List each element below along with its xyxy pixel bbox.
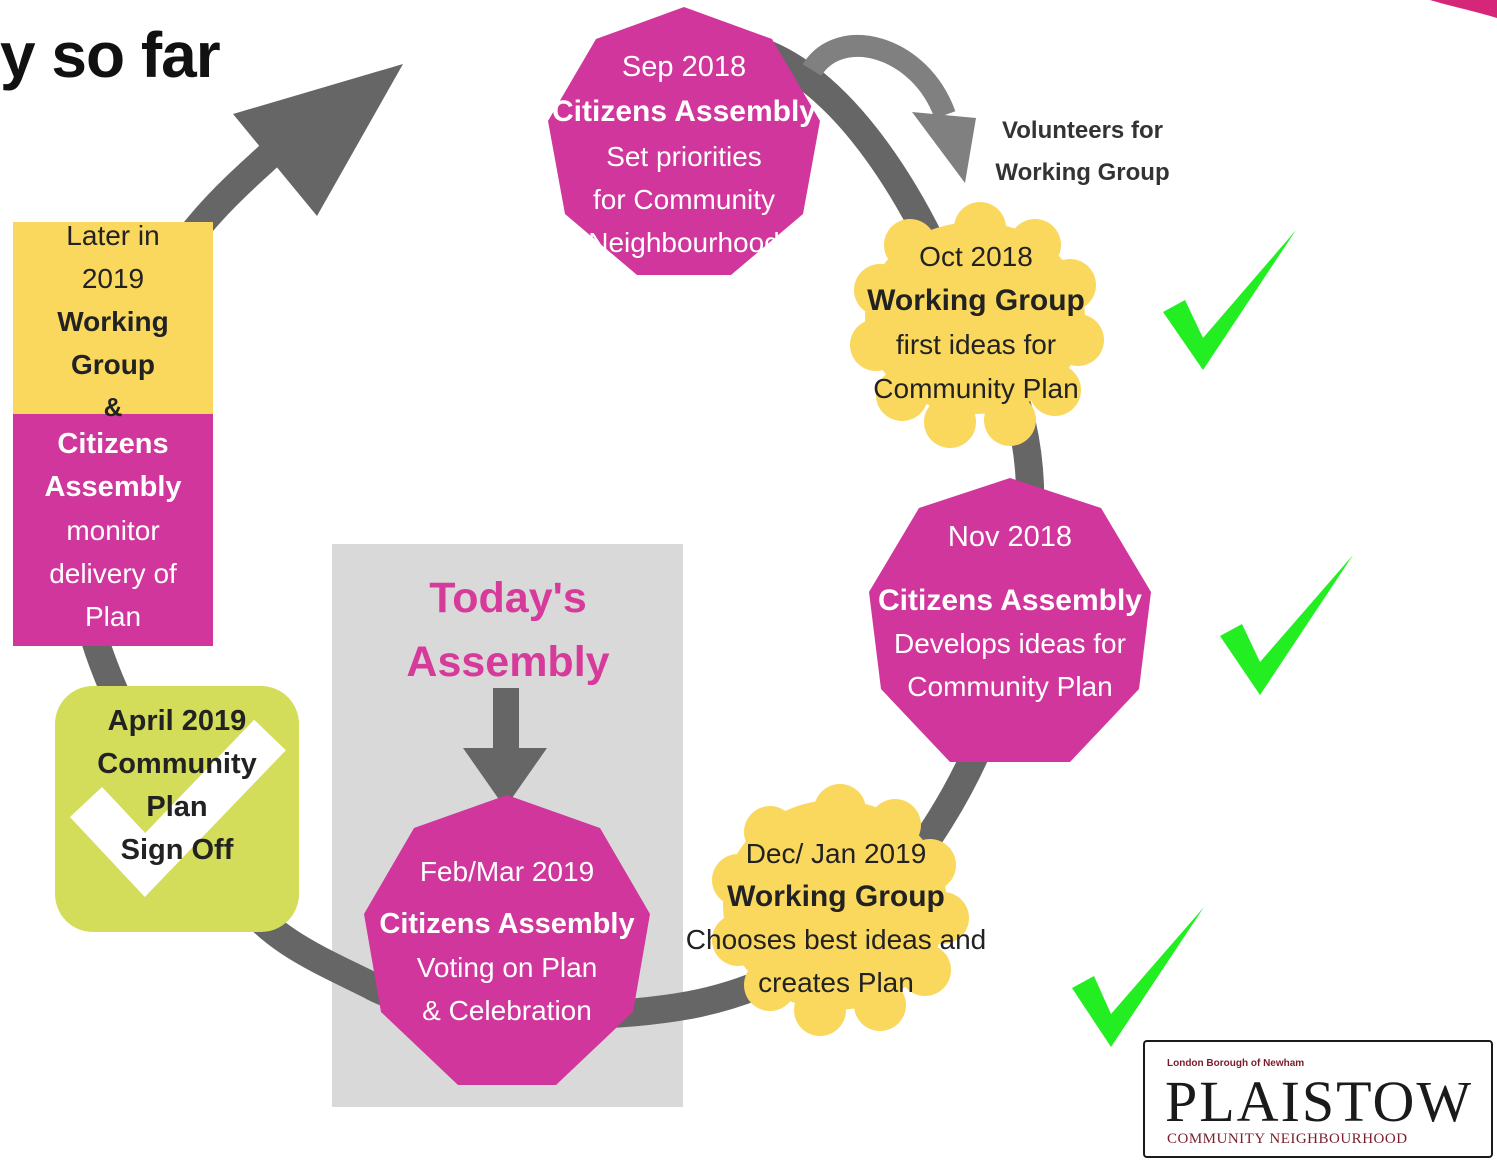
sep-date: Sep 2018 <box>621 51 747 83</box>
page-title: y so far <box>0 19 221 91</box>
dec-heading: Working Group <box>727 880 945 913</box>
volunteers-line-2: Working Group <box>995 159 1170 186</box>
oct-shape <box>850 202 1104 448</box>
corner-accent <box>1430 0 1497 18</box>
sep-desc-2: for Community <box>592 184 776 215</box>
feb-desc-1: Voting on Plan <box>416 952 598 983</box>
logo-main-text: PLAISTOW <box>1165 1069 1474 1134</box>
nov-heading: Citizens Assembly <box>878 584 1142 617</box>
sep-desc-3: Neighbourhood <box>588 227 780 258</box>
feb-date: Feb/Mar 2019 <box>419 856 595 887</box>
check-icon-oct <box>1163 230 1296 370</box>
april-line-1: April 2019 <box>107 705 247 737</box>
volunteers-text: Volunteers for Working Group <box>975 110 1190 194</box>
later-box-yellow <box>13 222 213 414</box>
feb-desc-2: & Celebration <box>422 995 592 1026</box>
volunteers-arrow <box>802 35 956 120</box>
feb-shape <box>364 795 650 1085</box>
sep-shape <box>548 7 820 275</box>
today-down-arrow-shaft <box>493 688 519 758</box>
later-ca-text: Citizens Assembly monitor delivery of Pl… <box>13 423 213 638</box>
dec-desc-2: creates Plan <box>758 967 914 998</box>
later-desc-1: monitor <box>66 515 160 546</box>
volunteers-line-1: Volunteers for <box>1002 117 1163 144</box>
later-ca-1: Citizens <box>57 428 169 460</box>
volunteers-arrowhead <box>912 112 976 183</box>
dec-desc-1: Chooses best ideas and <box>685 924 987 955</box>
april-line-2: Community <box>97 748 257 780</box>
later-date-2: 2019 <box>81 263 145 294</box>
logo-sub-text: COMMUNITY NEIGHBOURHOOD <box>1167 1131 1408 1147</box>
later-desc-2: delivery of <box>49 558 177 589</box>
today-line-2: Assembly <box>406 638 610 686</box>
later-desc-3: Plan <box>84 601 142 632</box>
nov-text: Nov 2018 Citizens Assembly Develops idea… <box>858 516 1162 708</box>
later-ca-2: Assembly <box>44 471 182 503</box>
sep-text: Sep 2018 Citizens Assembly Set prioritie… <box>532 46 836 264</box>
oct-desc-2: Community Plan <box>873 373 1079 404</box>
plaistow-logo: London Borough of Newham PLAISTOW COMMUN… <box>1143 1040 1493 1158</box>
oct-heading: Working Group <box>867 284 1085 317</box>
dec-shape <box>712 784 969 1036</box>
feb-text: Feb/Mar 2019 Citizens Assembly Voting on… <box>360 850 654 1032</box>
dec-text: Dec/ Jan 2019 Working Group Chooses best… <box>660 832 1012 1004</box>
nov-desc-1: Develops ideas for <box>894 628 1126 659</box>
april-text: April 2019 Community Plan Sign Off <box>55 700 299 872</box>
nov-shape <box>869 478 1151 762</box>
dec-date: Dec/ Jan 2019 <box>745 838 927 869</box>
later-amp: & <box>103 392 123 422</box>
later-wg-2: Group <box>71 349 155 380</box>
cycle-arrowhead <box>233 64 403 216</box>
today-label: Today's Assembly <box>333 566 683 694</box>
nov-date: Nov 2018 <box>947 521 1073 553</box>
april-line-4: Sign Off <box>120 834 234 866</box>
later-date-1: Later in <box>66 220 160 251</box>
sep-desc-1: Set priorities <box>606 141 762 172</box>
today-line-1: Today's <box>429 574 587 622</box>
feb-heading: Citizens Assembly <box>379 908 635 940</box>
today-down-arrowhead <box>463 748 547 808</box>
later-wg-1: Working <box>57 306 169 337</box>
logo-borough-text: London Borough of Newham <box>1167 1058 1305 1069</box>
later-box-magenta <box>13 414 213 646</box>
check-icon-nov <box>1220 555 1353 695</box>
april-white-check-icon <box>69 719 286 897</box>
oct-desc-1: first ideas for <box>895 329 1057 360</box>
later-text: Later in 2019 Working Group <box>13 214 213 386</box>
sep-heading: Citizens Assembly <box>552 95 816 128</box>
oct-date: Oct 2018 <box>919 241 1033 272</box>
oct-text: Oct 2018 Working Group first ideas for C… <box>856 235 1096 411</box>
nov-desc-2: Community Plan <box>907 671 1113 702</box>
april-line-3: Plan <box>146 791 208 823</box>
check-icon-dec <box>1072 907 1204 1047</box>
